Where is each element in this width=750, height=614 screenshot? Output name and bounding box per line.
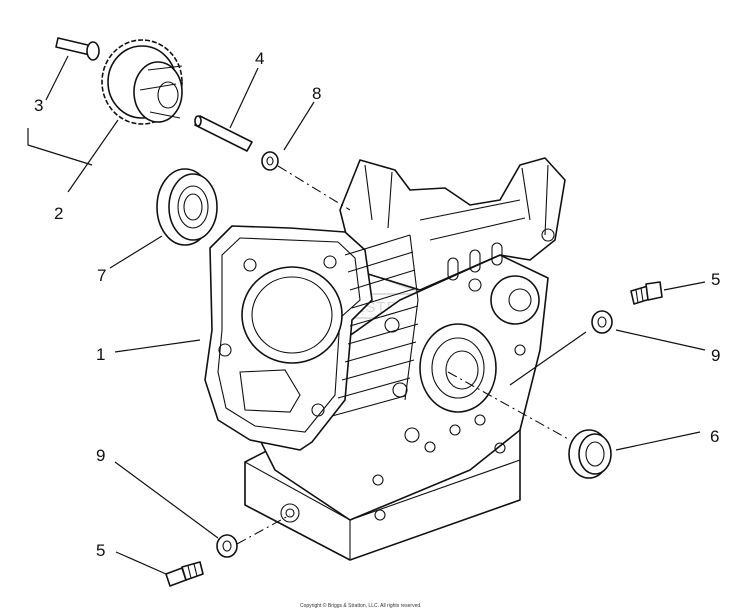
callout-5-top: 5 bbox=[711, 270, 720, 289]
part-9-washer-right bbox=[591, 310, 613, 334]
callout-5-bottom: 5 bbox=[96, 541, 105, 560]
part-7-ball-bearing bbox=[156, 168, 218, 246]
callout-6: 6 bbox=[710, 427, 719, 446]
part-6-oil-seal bbox=[568, 429, 612, 479]
callout-9-right: 9 bbox=[711, 346, 720, 365]
part-8-washer bbox=[261, 151, 279, 171]
assembly-lines bbox=[236, 165, 571, 545]
callout-4: 4 bbox=[255, 49, 264, 68]
callout-9-left: 9 bbox=[96, 446, 105, 465]
part-2-cam-gear bbox=[101, 39, 183, 125]
part-5-plug-bottom bbox=[165, 561, 204, 587]
part-3-cam-pin bbox=[55, 37, 100, 61]
part-4-dowel-pin bbox=[194, 115, 253, 152]
part-1-crankcase bbox=[204, 157, 566, 561]
callout-2: 2 bbox=[54, 204, 63, 223]
callout-1: 1 bbox=[96, 345, 105, 364]
part-5-plug-top bbox=[630, 281, 663, 305]
callout-3: 3 bbox=[34, 96, 43, 115]
callout-7: 7 bbox=[97, 266, 106, 285]
callout-8: 8 bbox=[312, 84, 321, 103]
leader-lines bbox=[27, 55, 706, 575]
part-9-washer-left bbox=[216, 534, 238, 558]
copyright-notice: Copyright © Briggs & Stratton, LLC. All … bbox=[300, 602, 422, 609]
callout-labels: 3 2 4 8 7 1 5 9 6 9 5 bbox=[34, 49, 720, 560]
